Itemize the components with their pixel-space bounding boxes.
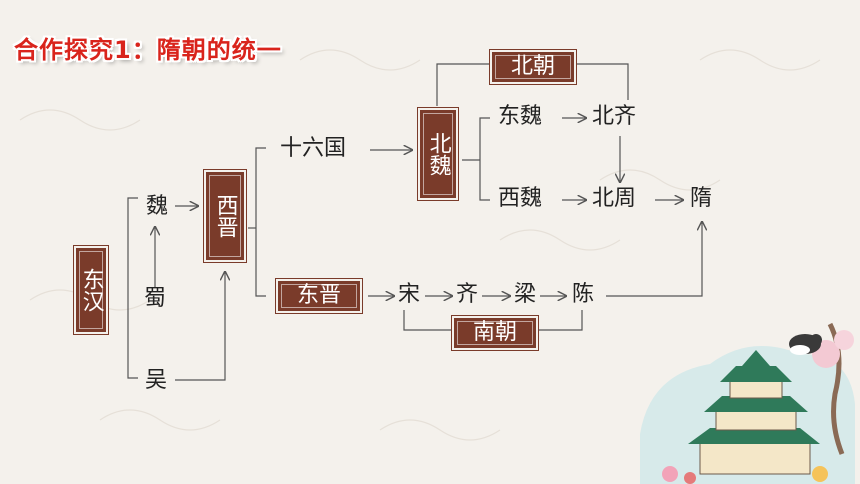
node-nanchao-label: 南朝 (472, 320, 517, 346)
node-dongwei: 东魏 (498, 104, 543, 129)
node-shiliuguo: 十六国 (280, 136, 347, 161)
node-song: 宋 (398, 282, 421, 307)
node-wu: 吴 (145, 368, 168, 393)
node-dongjin-label: 东晋 (296, 283, 341, 309)
node-xijin: 西晋 (206, 172, 244, 260)
node-shu: 蜀 (144, 286, 167, 311)
node-xiwei: 西魏 (498, 186, 543, 211)
node-xijin-label: 西晋 (212, 194, 238, 238)
node-beiqi: 北齐 (592, 104, 637, 129)
node-qi: 齐 (456, 282, 479, 307)
node-beichao-label: 北朝 (510, 54, 555, 80)
node-liang: 梁 (514, 282, 537, 307)
node-sui: 隋 (690, 186, 713, 211)
node-chen: 陈 (572, 282, 595, 307)
node-dongjin: 东晋 (278, 281, 360, 311)
node-donghan-label: 东汉 (78, 268, 104, 312)
node-beizhou: 北周 (592, 186, 637, 211)
node-beiwei-label: 北魏 (425, 132, 451, 176)
node-beichao: 北朝 (492, 52, 574, 82)
node-nanchao: 南朝 (454, 318, 536, 348)
page-title: 合作探究1：隋朝的统一 (14, 36, 282, 64)
node-wei: 魏 (146, 194, 169, 219)
node-donghan: 东汉 (76, 248, 106, 332)
node-beiwei: 北魏 (420, 110, 456, 198)
castle-illustration (640, 322, 855, 484)
